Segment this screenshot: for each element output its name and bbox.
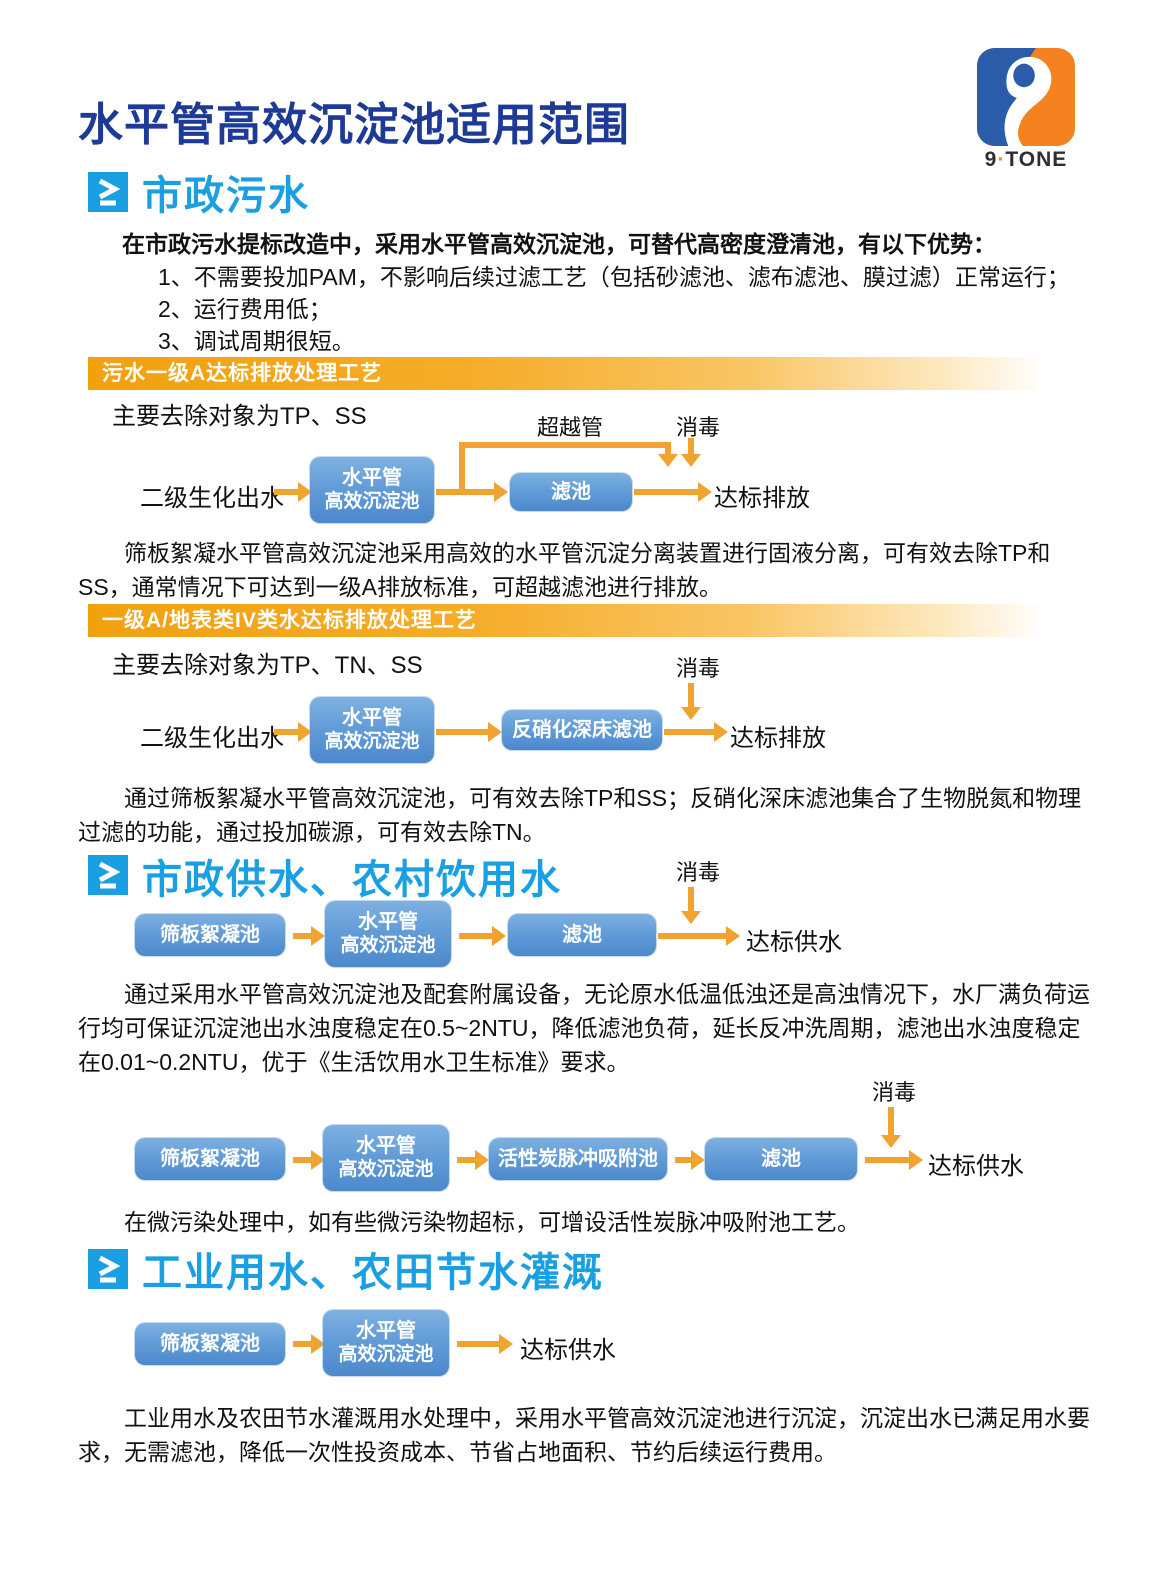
nine-tone-logo-icon — [977, 48, 1075, 146]
flow-box-line: 水平管 — [342, 467, 402, 489]
flow-box-settling-tank: 水平管 高效沉淀池 — [323, 1310, 449, 1376]
flow-box-filter: 滤池 — [510, 473, 632, 511]
flow-box-filter: 滤池 — [705, 1138, 857, 1180]
flow-box-settling-tank: 水平管 高效沉淀池 — [325, 901, 451, 967]
paragraph: 筛板絮凝水平管高效沉淀池采用高效的水平管沉淀分离装置进行固液分离，可有效去除TP… — [78, 540, 1051, 600]
flow-box-denitrification-filter: 反硝化深床滤池 — [502, 710, 662, 750]
disinfect-label: 消毒 — [872, 1080, 917, 1105]
page-header: 水平管高效沉淀池适用范围 9·TONE — [0, 0, 1167, 171]
flow-output-label: 达标排放 — [730, 725, 826, 752]
flow-box-line: 筛板絮凝池 — [160, 1333, 260, 1355]
flow-arrow — [274, 482, 312, 502]
advantage-item: 3、调试周期很短。 — [158, 328, 355, 354]
flow-output-label: 达标供水 — [520, 1337, 616, 1364]
flow-box-line: 高效沉淀池 — [340, 935, 436, 956]
paragraph: 工业用水及农田节水灌溉用水处理中，采用水平管高效沉淀池进行沉淀，沉淀出水已满足用… — [78, 1405, 1090, 1465]
process-banner: 污水一级A达标排放处理工艺 — [88, 357, 1038, 390]
process-banner: 一级A/地表类IV类水达标排放处理工艺 — [88, 604, 1038, 637]
flow-box-line: 筛板絮凝池 — [160, 1148, 260, 1170]
disinfect-label: 消毒 — [676, 860, 721, 885]
flow-box-line: 反硝化深床滤池 — [512, 719, 652, 741]
removal-target: 主要去除对象为TP、SS — [112, 403, 367, 430]
flow-diagram-supply-1: 市政供水、农村饮用水 消毒 筛板絮凝池 水平管 高效沉淀池 滤池 达标供水 — [0, 849, 1167, 977]
flow-arrow — [664, 722, 728, 742]
flow-arrow — [274, 722, 312, 742]
bypass-label: 超越管 — [537, 415, 604, 440]
flow-arrow — [634, 482, 712, 502]
section-heading-municipal-wastewater: 市政污水 — [88, 168, 1167, 218]
advantage-item: 1、不需要投加PAM，不影响后续过滤工艺（包括砂滤池、滤布滤池、膜过滤）正常运行… — [158, 264, 1070, 290]
section-marker-icon — [88, 172, 128, 212]
flow-arrow — [293, 1334, 325, 1354]
flow-arrow — [675, 1150, 705, 1170]
flow-arrow — [459, 926, 506, 946]
flow-box-flocculation: 筛板絮凝池 — [135, 1323, 285, 1365]
advantage-item: 2、运行费用低； — [158, 296, 332, 322]
logo-9: 9 — [984, 148, 998, 171]
section-marker-icon — [88, 1249, 128, 1289]
page-title: 水平管高效沉淀池适用范围 — [78, 99, 631, 150]
flow-box-line: 高效沉淀池 — [338, 1159, 434, 1180]
brand-logo: 9·TONE — [968, 48, 1084, 172]
flow-arrow — [436, 482, 508, 502]
paragraph: 通过筛板絮凝水平管高效沉淀池，可有效去除TP和SS；反硝化深床滤池集合了生物脱氮… — [78, 785, 1082, 845]
bypass-down-arrow — [658, 442, 678, 467]
flow-input-label: 二级生化出水 — [140, 725, 284, 752]
flow-box-filter: 滤池 — [508, 914, 656, 956]
flow-arrow — [457, 1150, 489, 1170]
flow-box-line: 高效沉淀池 — [324, 491, 420, 512]
disinfect-arrow — [881, 1107, 901, 1148]
flow-arrow — [293, 1150, 325, 1170]
disinfect-label: 消毒 — [676, 415, 721, 440]
flow-box-line: 水平管 — [356, 1135, 416, 1157]
flow-box-carbon-adsorption: 活性炭脉冲吸附池 — [489, 1138, 667, 1180]
flow-box-line: 水平管 — [356, 1320, 416, 1342]
flow-arrow — [457, 1334, 513, 1354]
flow-diagram-wastewater-1: 主要去除对象为TP、SS 超越管 消毒 二级生化出水 水平管 高效沉淀池 滤池 … — [0, 394, 1167, 536]
flow-arrow — [293, 926, 325, 946]
section-marker-icon — [88, 855, 128, 895]
flow-arrow — [865, 1150, 923, 1170]
flow-box-line: 水平管 — [358, 911, 418, 933]
logo-tone: TONE — [1005, 148, 1068, 171]
flow-box-line: 高效沉淀池 — [338, 1344, 434, 1365]
flow-input-label: 二级生化出水 — [140, 485, 284, 512]
flow-output-label: 达标供水 — [928, 1153, 1024, 1180]
flow-box-line: 高效沉淀池 — [324, 731, 420, 752]
flow-box-line: 水平管 — [342, 707, 402, 729]
paragraph: 通过采用水平管高效沉淀池及配套附属设备，无论原水低温低浊还是高浊情况下，水厂满负… — [78, 981, 1090, 1075]
disinfect-arrow — [681, 438, 701, 467]
flow-output-label: 达标供水 — [746, 929, 842, 956]
section-title: 市政污水 — [142, 174, 310, 218]
bypass-line — [459, 442, 671, 448]
flow-diagram-wastewater-2: 主要去除对象为TP、TN、SS 消毒 二级生化出水 水平管 高效沉淀池 反硝化深… — [0, 637, 1167, 781]
flow-box-line: 滤池 — [761, 1148, 801, 1170]
section-heading-industrial: 工业用水、农田节水灌溉 — [88, 1245, 1167, 1295]
disinfect-arrow — [681, 887, 701, 924]
flow-output-label: 达标排放 — [714, 485, 810, 512]
flow-box-line: 滤池 — [562, 924, 602, 946]
disinfect-label: 消毒 — [676, 656, 721, 681]
disinfect-arrow — [681, 683, 701, 720]
logo-caption: 9·TONE — [968, 148, 1084, 172]
flow-box-flocculation: 筛板絮凝池 — [135, 1138, 285, 1180]
logo-dot: · — [997, 148, 1006, 171]
removal-target: 主要去除对象为TP、TN、SS — [112, 652, 423, 679]
flow-arrow — [658, 926, 740, 946]
paragraph: 在微污染处理中，如有些微污染物超标，可增设活性炭脉冲吸附池工艺。 — [124, 1209, 860, 1235]
flow-box-settling-tank: 水平管 高效沉淀池 — [323, 1125, 449, 1191]
flow-box-settling-tank: 水平管 高效沉淀池 — [310, 697, 434, 763]
intro-text: 在市政污水提标改造中，采用水平管高效沉淀池，可替代高密度澄清池，有以下优势： — [122, 231, 996, 257]
flow-diagram-supply-2: 消毒 筛板絮凝池 水平管 高效沉淀池 活性炭脉冲吸附池 滤池 达标供水 — [0, 1073, 1167, 1205]
flow-box-settling-tank: 水平管 高效沉淀池 — [310, 457, 434, 523]
section-title: 市政供水、农村饮用水 — [142, 858, 562, 902]
bypass-line — [459, 442, 465, 492]
flow-box-line: 滤池 — [551, 481, 591, 503]
flow-box-flocculation: 筛板絮凝池 — [135, 914, 285, 956]
flow-box-line: 活性炭脉冲吸附池 — [498, 1148, 658, 1170]
flow-diagram-industrial: 筛板絮凝池 水平管 高效沉淀池 达标供水 — [0, 1301, 1167, 1401]
section-title: 工业用水、农田节水灌溉 — [142, 1251, 604, 1295]
flow-box-line: 筛板絮凝池 — [160, 924, 260, 946]
flow-arrow — [436, 722, 502, 742]
